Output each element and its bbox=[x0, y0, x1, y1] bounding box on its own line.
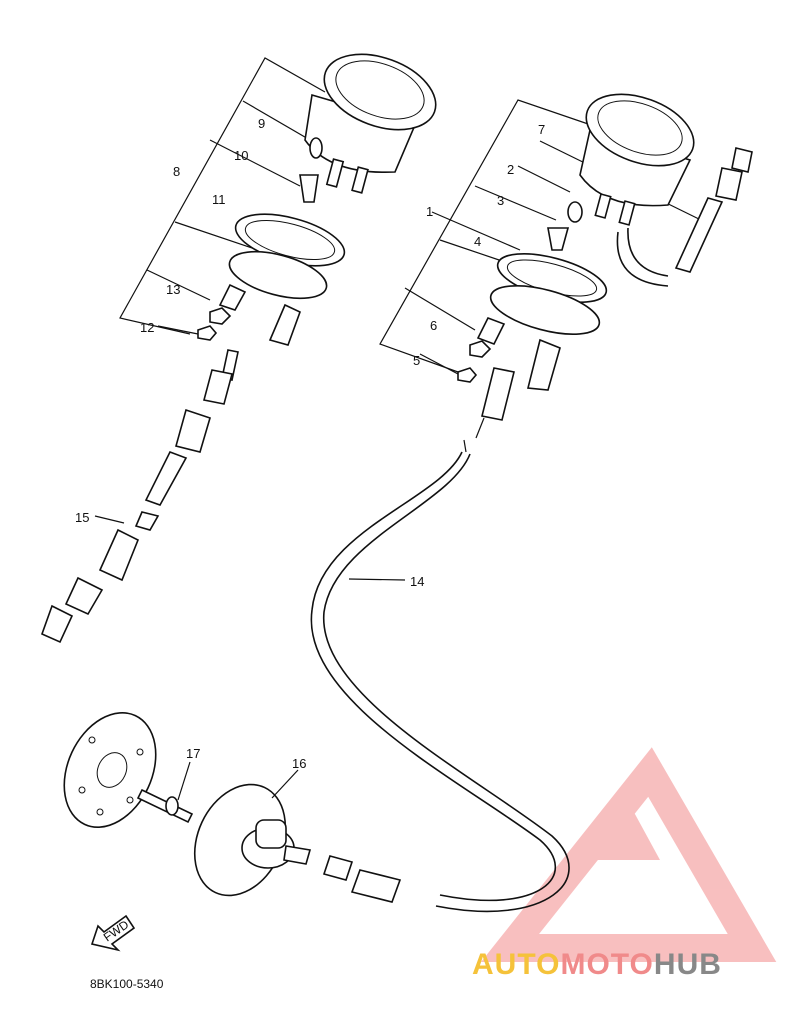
callout-12: 12 bbox=[140, 320, 154, 335]
callout-1: 1 bbox=[426, 204, 433, 219]
callout-7: 7 bbox=[538, 122, 545, 137]
callout-5: 5 bbox=[413, 353, 420, 368]
main-cable bbox=[310, 439, 570, 913]
callout-13: 13 bbox=[166, 282, 180, 297]
drive-gear-assembly bbox=[63, 711, 312, 897]
callout-8: 8 bbox=[173, 164, 180, 179]
callout-6: 6 bbox=[430, 318, 437, 333]
watermark-text: AUTOMOTOHUB bbox=[472, 948, 722, 981]
left-cable-parts bbox=[40, 349, 239, 644]
callout-3: 3 bbox=[497, 193, 504, 208]
watermark-moto: MOTO bbox=[560, 948, 653, 981]
callout-10: 10 bbox=[234, 148, 248, 163]
callout-2: 2 bbox=[507, 162, 514, 177]
watermark-hub: HUB bbox=[654, 948, 722, 981]
callout-11: 11 bbox=[212, 192, 226, 207]
right-meter-assembly bbox=[379, 93, 753, 439]
left-meter-assembly bbox=[119, 53, 437, 346]
callout-15: 15 bbox=[75, 510, 89, 525]
callout-4: 4 bbox=[474, 234, 481, 249]
watermark-auto: AUTO bbox=[472, 948, 560, 981]
callout-14: 14 bbox=[410, 574, 424, 589]
drawing-code: 8BK100-5340 bbox=[90, 977, 164, 991]
watermark-logo-icon bbox=[480, 747, 777, 962]
callout-9: 9 bbox=[258, 116, 265, 131]
callout-16: 16 bbox=[292, 756, 306, 771]
callout-17: 17 bbox=[186, 746, 200, 761]
fwd-arrow-icon: FWD bbox=[90, 914, 136, 952]
